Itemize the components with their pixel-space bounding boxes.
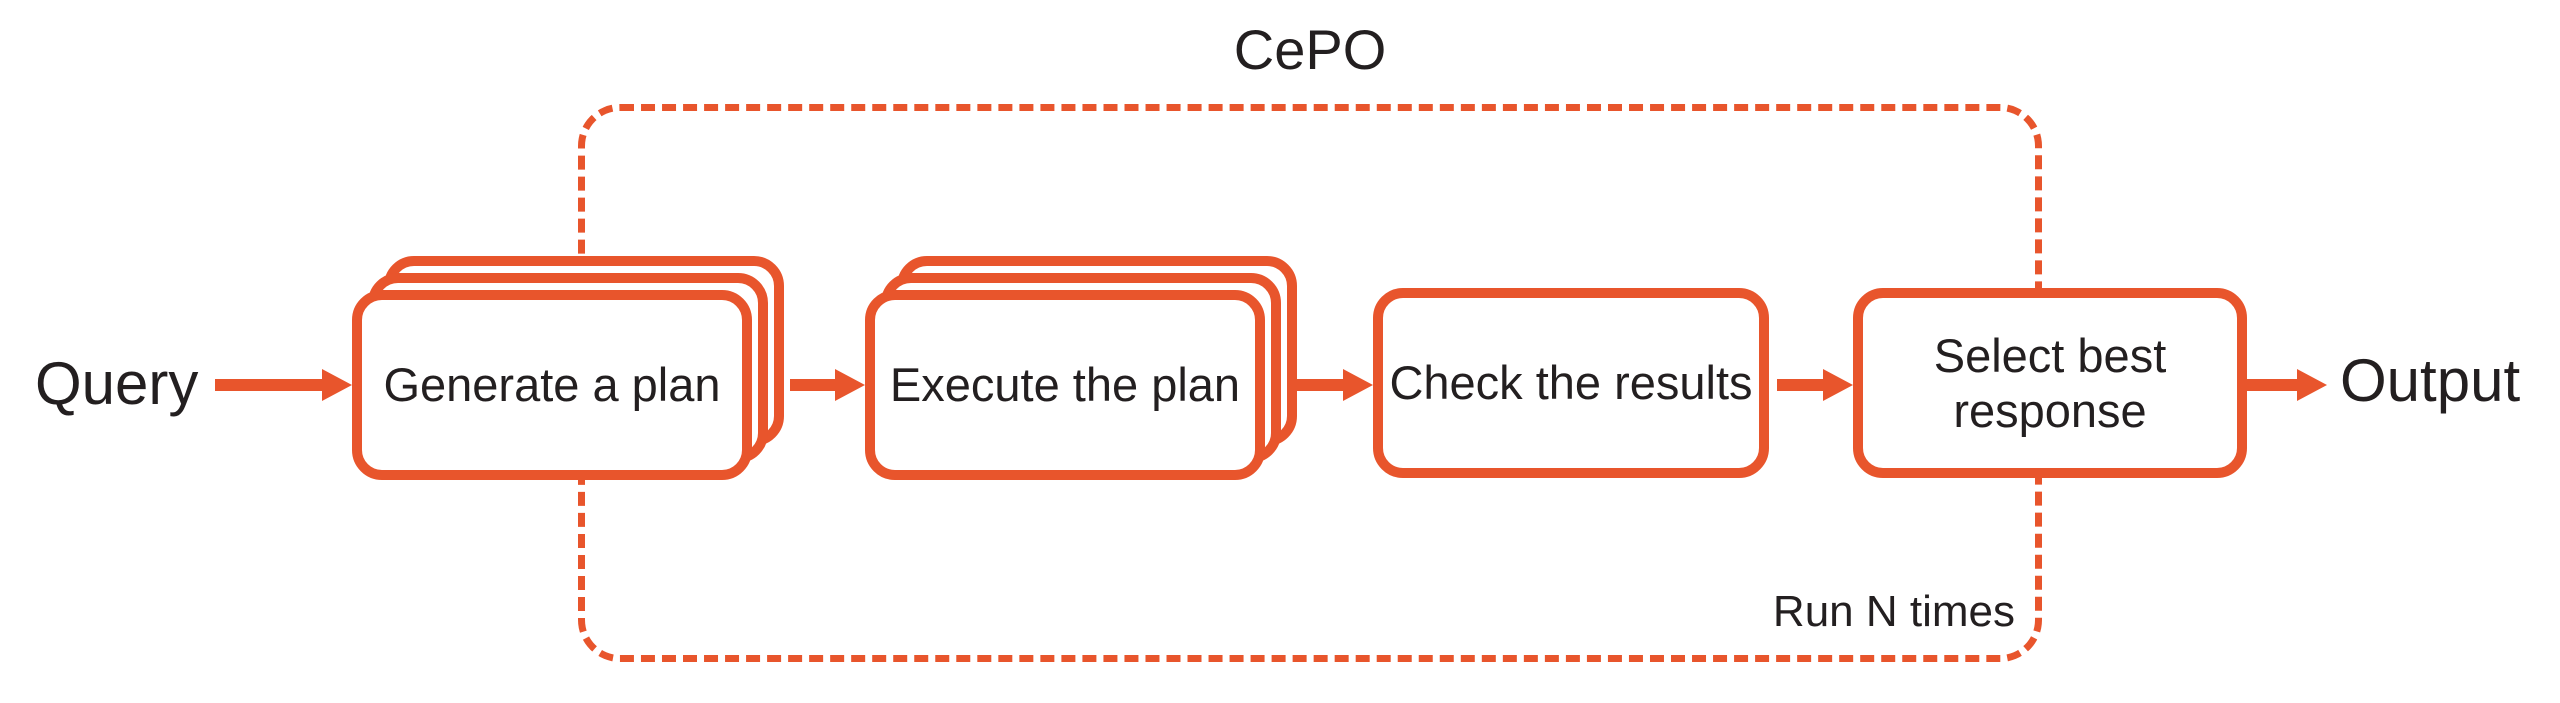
arrow-select-to-output bbox=[2247, 379, 2298, 391]
step-label-select-best-response: Select best response bbox=[1933, 328, 2167, 437]
arrow-query-to-generate bbox=[215, 379, 323, 391]
arrow-check-to-select bbox=[1777, 379, 1824, 391]
output-label: Output bbox=[2340, 347, 2521, 414]
step-label-execute-plan: Execute the plan bbox=[889, 358, 1241, 412]
step-card-check-results: Check the results bbox=[1373, 288, 1769, 478]
step-label-check-results: Check the results bbox=[1389, 356, 1753, 410]
arrow-execute-to-check bbox=[1297, 379, 1344, 391]
step-card-execute-plan: Execute the plan bbox=[865, 290, 1265, 480]
diagram-title: CePO bbox=[1233, 18, 1387, 81]
step-label-generate-plan: Generate a plan bbox=[383, 358, 721, 412]
query-label: Query bbox=[35, 350, 199, 417]
run-n-times-label: Run N times bbox=[1772, 587, 2015, 636]
arrow-generate-to-execute bbox=[790, 379, 836, 391]
step-card-select-best-response: Select best response bbox=[1853, 288, 2247, 478]
step-card-generate-plan: Generate a plan bbox=[352, 290, 752, 480]
